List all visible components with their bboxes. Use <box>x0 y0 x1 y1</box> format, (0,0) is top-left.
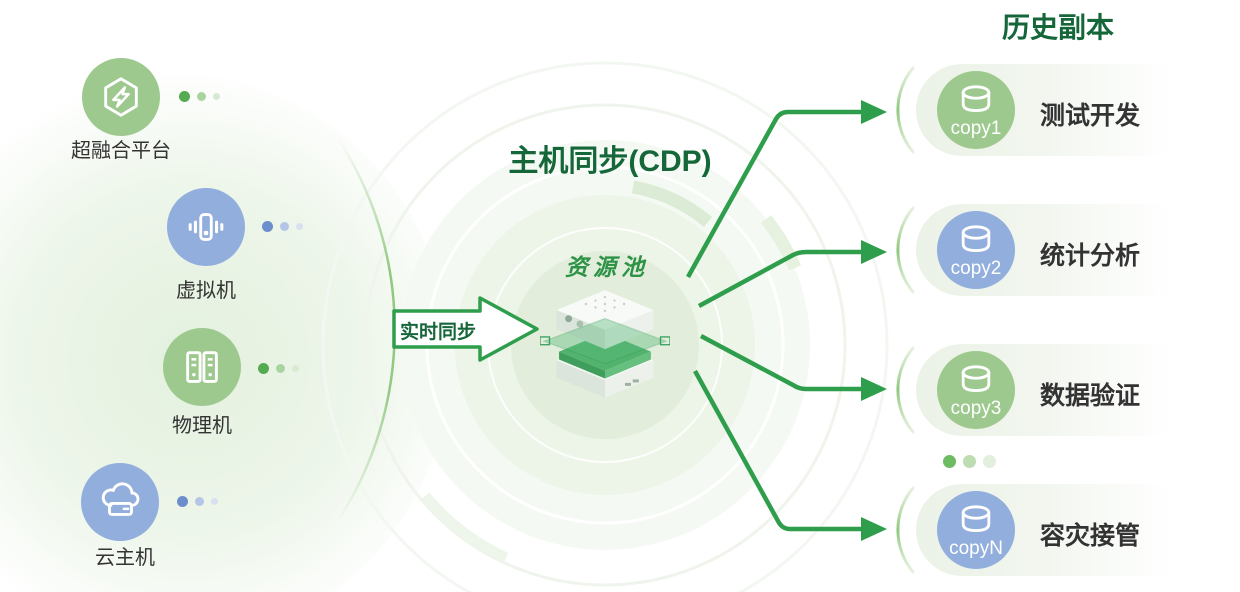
virtual-machine-icon <box>188 213 224 241</box>
physical-server-icon <box>186 351 218 383</box>
copy3-circle: copy3 <box>937 351 1015 429</box>
flow-arrowheads <box>861 100 887 541</box>
source-label-cloud-host: 云主机 <box>95 547 155 569</box>
database-icon <box>961 84 991 112</box>
flow-arrow-copy2 <box>697 249 863 308</box>
copy2-circle: copy2 <box>937 211 1015 289</box>
database-icon <box>961 224 991 252</box>
source-node-cloud-host <box>81 463 159 541</box>
diagram-title: 主机同步(CDP) <box>508 145 712 178</box>
resource-pool-label: 资源池 <box>565 254 649 280</box>
copies-ellipsis-dots <box>943 455 996 468</box>
copyN-label: 容灾接管 <box>1040 522 1141 550</box>
storage-stack-illustration <box>540 290 670 398</box>
copy1-name: copy1 <box>950 117 1002 139</box>
physical-server-ellipsis-dots <box>258 363 299 374</box>
source-node-virtual-machine <box>167 188 245 266</box>
flow-arrow-copy3 <box>699 334 863 392</box>
flow-arrow-copyN <box>693 369 863 532</box>
database-icon <box>961 504 991 532</box>
database-icon <box>961 364 991 392</box>
copy2-name: copy2 <box>950 257 1002 279</box>
sync-block-arrow <box>392 296 539 362</box>
copyN-circle: copyN <box>937 491 1015 569</box>
source-node-physical-server <box>163 328 241 406</box>
hyperconverged-platform-icon <box>104 77 138 117</box>
copy1-label: 测试开发 <box>1040 102 1141 130</box>
cloud-host-ellipsis-dots <box>177 496 218 507</box>
left-soft-blob <box>0 70 450 592</box>
virtual-machine-ellipsis-dots <box>262 221 303 232</box>
copy2-label: 统计分析 <box>1040 242 1141 270</box>
hyperconverged-ellipsis-dots <box>179 91 220 102</box>
cloud-host-icon <box>101 482 140 516</box>
copy3-label: 数据验证 <box>1040 382 1141 410</box>
source-label-physical-server: 物理机 <box>172 415 232 437</box>
source-node-hyperconverged <box>82 58 160 136</box>
copy3-name: copy3 <box>950 397 1002 419</box>
source-label-virtual-machine: 虚拟机 <box>176 280 236 302</box>
sync-arrow-label: 实时同步 <box>399 322 476 343</box>
copies-header: 历史副本 <box>1001 12 1114 43</box>
flow-arrows <box>686 109 863 532</box>
source-label-hyperconverged: 超融合平台 <box>71 140 171 162</box>
copy-paren-arcs <box>896 66 915 574</box>
copy1-circle: copy1 <box>937 71 1015 149</box>
copyN-name: copyN <box>949 537 1003 559</box>
flow-arrow-copy1 <box>686 109 863 279</box>
